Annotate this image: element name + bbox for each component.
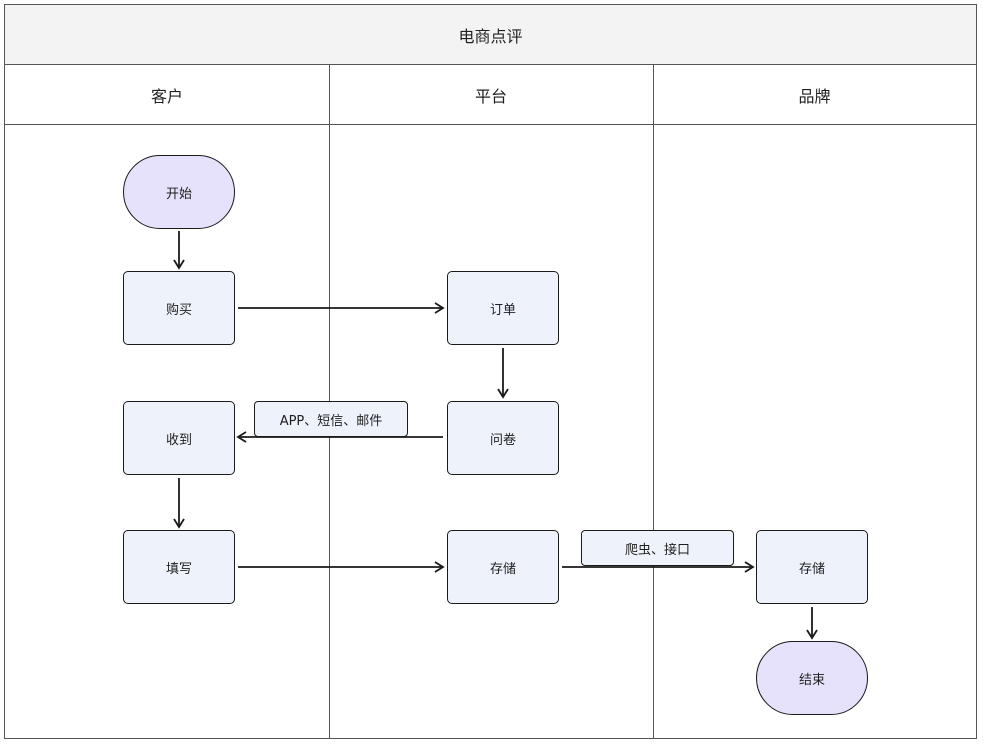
diagram-frame	[4, 4, 977, 739]
lane-divider-2	[653, 65, 654, 739]
node-receive: 收到	[123, 401, 235, 475]
edge-label-platform-to-brand: 爬虫、接口	[581, 530, 734, 566]
node-platform-store: 存储	[447, 530, 559, 604]
edge-label-survey-to-receive: APP、短信、邮件	[254, 401, 408, 437]
node-brand-store: 存储	[756, 530, 868, 604]
node-order: 订单	[447, 271, 559, 345]
lane-header-brand: 品牌	[653, 65, 976, 125]
diagram-title: 电商点评	[5, 5, 976, 65]
lane-header-customer: 客户	[5, 65, 329, 125]
node-end: 结束	[756, 641, 868, 715]
node-start: 开始	[123, 155, 235, 229]
lane-header-platform: 平台	[329, 65, 653, 125]
node-survey: 问卷	[447, 401, 559, 475]
node-buy: 购买	[123, 271, 235, 345]
node-fill: 填写	[123, 530, 235, 604]
